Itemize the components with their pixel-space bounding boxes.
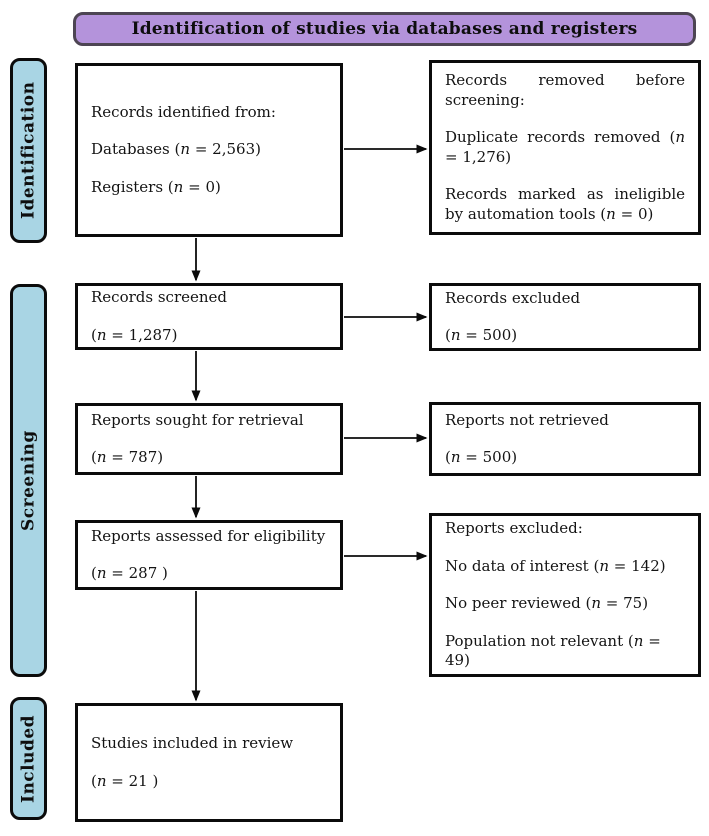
reports-excluded-box: Reports excluded: No data of interest (n … (429, 513, 701, 677)
box-line: Databases (n = 2,563) (91, 140, 261, 159)
box-line: No data of interest (n = 142) (445, 556, 666, 575)
records-excluded-box: Records excluded (n = 500) (429, 283, 701, 351)
box-line: (n = 21 ) (91, 771, 159, 790)
box-line: Reports not retrieved (445, 410, 609, 429)
box-line: Reports excluded: (445, 519, 583, 538)
stage-label-identification: Identification (10, 58, 47, 243)
header-banner: Identification of studies via databases … (73, 12, 696, 46)
reports-not-retrieved-box: Reports not retrieved (n = 500) (429, 402, 701, 476)
box-line: Records marked as ineligible by automati… (445, 185, 685, 223)
box-line: Records identified from: (91, 102, 276, 121)
box-line: No peer reviewed (n = 75) (445, 594, 649, 613)
box-line: Reports sought for retrieval (91, 410, 304, 429)
box-line: Registers (n = 0) (91, 177, 221, 196)
records-identified-box: Records identified from: Databases (n = 2… (75, 63, 343, 237)
header-title: Identification of studies via databases … (131, 19, 638, 39)
box-line: (n = 1,287) (91, 325, 178, 344)
records-screened-box: Records screened (n = 1,287) (75, 283, 343, 350)
box-line: Records screened (91, 288, 228, 306)
box-line: Records excluded (445, 288, 581, 307)
box-line: Population not relevant (n = 49) (445, 631, 661, 670)
reports-sought-box: Reports sought for retrieval (n = 787) (75, 403, 343, 475)
stage-label-screening: Screening (10, 284, 47, 677)
box-line: Duplicate records removed (n = 1,276) (445, 128, 685, 166)
studies-included-box: Studies included in review (n = 21 ) (75, 703, 343, 822)
box-line: (n = 500) (445, 448, 518, 466)
records-removed-box: Records removed before screening: Duplica… (429, 60, 701, 235)
box-line: Studies included in review (91, 734, 294, 752)
stage-label-included: Included (10, 697, 47, 820)
box-line: (n = 787) (91, 448, 164, 466)
box-line: (n = 500) (445, 326, 518, 344)
box-line: Reports assessed for eligibility (91, 526, 326, 545)
box-line: Records removed before screening: (445, 71, 685, 109)
box-line: (n = 287 ) (91, 564, 168, 582)
reports-assessed-box: Reports assessed for eligibility (n = 287… (75, 520, 343, 590)
